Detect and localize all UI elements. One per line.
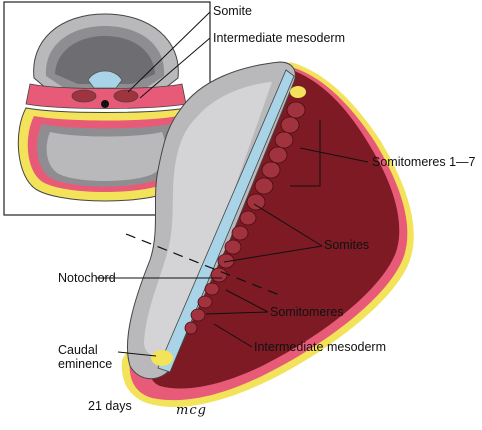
cross-section <box>17 13 195 202</box>
label-caudal: Caudal <box>58 343 98 357</box>
artist-signature: mcg <box>176 403 207 418</box>
label-somitomeres: Somitomeres <box>270 305 344 319</box>
leader-lines <box>96 11 369 357</box>
label-somitomeres-1-7: Somitomeres 1—7 <box>372 155 476 169</box>
label-intermediate-mesoderm-top: Intermediate mesoderm <box>213 31 346 45</box>
label-notochord: Notochord <box>58 271 116 285</box>
label-somites: Somites <box>324 238 370 252</box>
label-eminence: eminence <box>58 357 113 371</box>
embryo-body <box>121 61 414 407</box>
label-somite: Somite <box>213 4 252 18</box>
label-age: 21 days <box>88 399 132 413</box>
label-intermediate-mesoderm-bottom: Intermediate mesoderm <box>254 340 387 354</box>
